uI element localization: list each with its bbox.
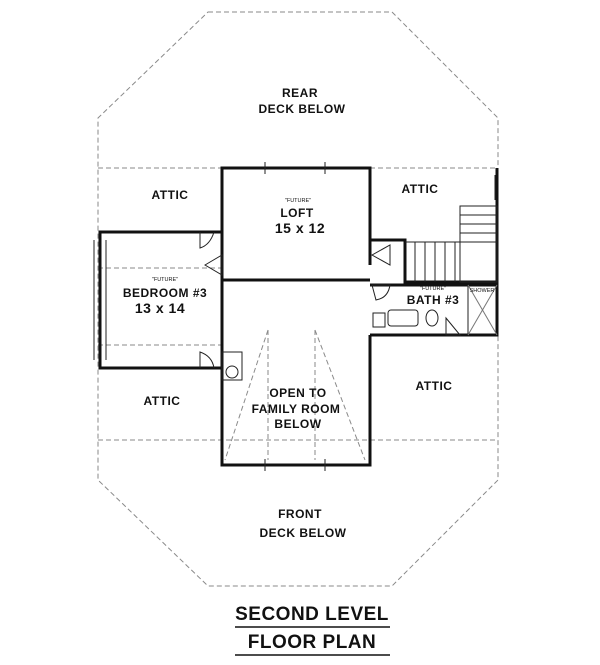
loft-tag: "FUTURE" bbox=[285, 198, 311, 204]
bedroom-size: 13 x 14 bbox=[135, 300, 185, 316]
chimney-flue bbox=[225, 365, 239, 379]
open-diagonal-4 bbox=[314, 329, 366, 461]
plan-title-line2: FLOOR PLAN bbox=[248, 632, 377, 653]
bath-toilet bbox=[425, 309, 439, 327]
plan-title-line1: SECOND LEVEL bbox=[235, 604, 389, 625]
loft-size: 15 x 12 bbox=[275, 220, 325, 236]
bath-closet bbox=[372, 312, 386, 328]
front-deck-label-1: FRONT bbox=[278, 507, 322, 521]
rear-deck-label-2: DECK BELOW bbox=[259, 102, 346, 116]
bath-tag: "FUTURE" bbox=[420, 286, 446, 292]
door-swing-stair bbox=[370, 244, 391, 266]
attic-top-left-label: ATTIC bbox=[152, 188, 189, 202]
shower-label: SHOWER bbox=[470, 288, 495, 294]
open-to-label-2: FAMILY ROOM bbox=[252, 402, 341, 416]
central-wall bbox=[220, 166, 372, 467]
door-swing-bedroom-top bbox=[199, 231, 215, 249]
open-diagonal-1 bbox=[224, 329, 269, 461]
bedroom-name: BEDROOM #3 bbox=[123, 286, 207, 300]
attic-top-right-label: ATTIC bbox=[402, 182, 439, 196]
front-deck-label-2: DECK BELOW bbox=[260, 526, 347, 540]
bedroom-wall bbox=[98, 230, 222, 370]
open-to-label-3: BELOW bbox=[274, 417, 321, 431]
shower-x-2 bbox=[467, 284, 498, 336]
bedroom-tag: "FUTURE" bbox=[152, 277, 178, 283]
bath-wall bbox=[370, 283, 499, 337]
door-swing-bath bbox=[371, 284, 391, 301]
chimney bbox=[221, 351, 243, 381]
door-swing-bedroom-mid bbox=[204, 254, 223, 276]
door-swing-shower bbox=[445, 316, 462, 336]
attic-bottom-right-label: ATTIC bbox=[416, 379, 453, 393]
door-swing-bedroom-bottom bbox=[199, 351, 215, 369]
bath-vanity bbox=[387, 309, 419, 327]
loft-name: LOFT bbox=[280, 206, 313, 220]
deck-outline bbox=[97, 11, 499, 587]
attic-bottom-left-label: ATTIC bbox=[144, 394, 181, 408]
rear-deck-label-1: REAR bbox=[282, 86, 318, 100]
stair-run bbox=[459, 205, 498, 283]
open-to-label-1: OPEN TO bbox=[269, 386, 326, 400]
bath-name: BATH #3 bbox=[407, 293, 460, 307]
